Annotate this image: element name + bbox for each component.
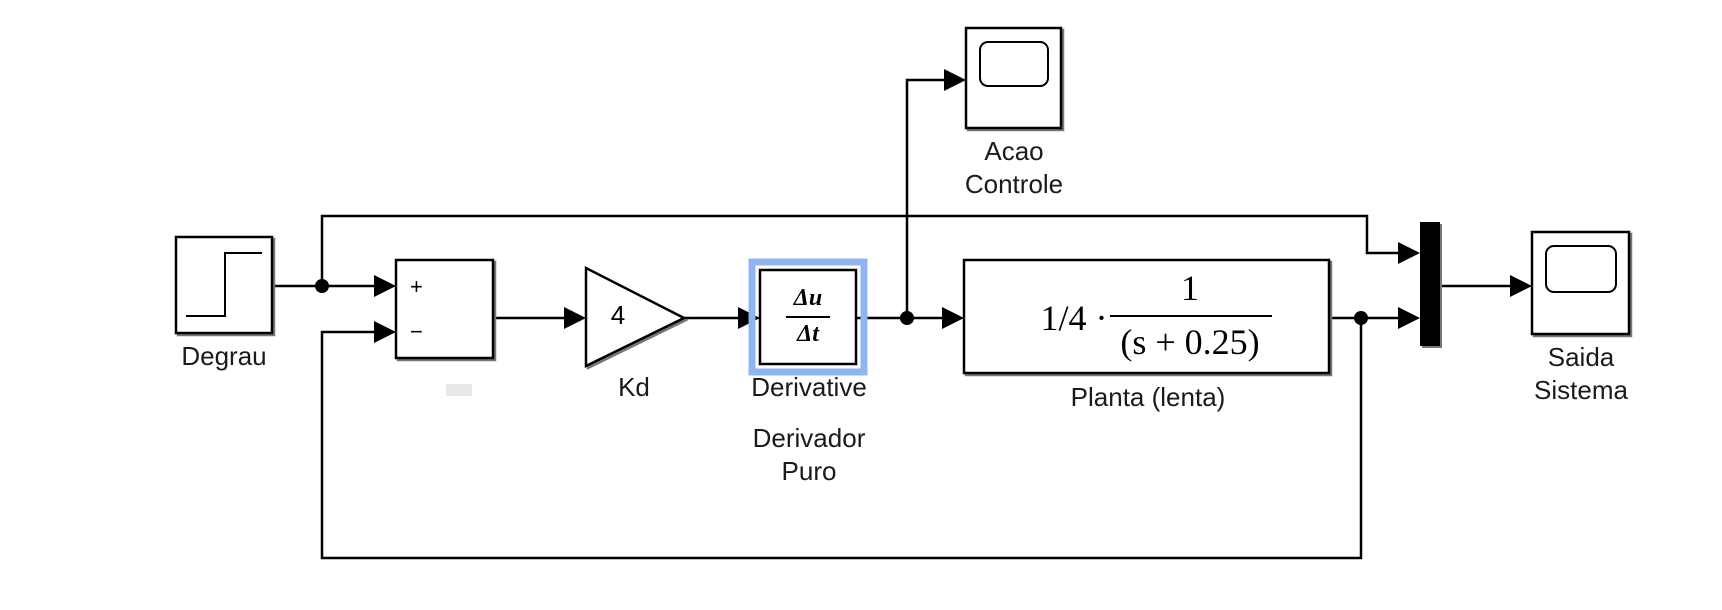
saida-sistema-scope-block[interactable] bbox=[1530, 230, 1631, 336]
sum-block[interactable]: + − bbox=[394, 258, 495, 360]
derivative-block[interactable]: Δu Δt bbox=[748, 258, 868, 376]
plant-numerator: 1 bbox=[1181, 268, 1199, 308]
scope-icon bbox=[979, 41, 1049, 87]
saida-sistema-label-line2: Sistema bbox=[1534, 375, 1628, 405]
arrow-plant-in bbox=[942, 307, 964, 329]
arrow-sum-minus bbox=[374, 321, 396, 343]
arrow-mux-in2 bbox=[1398, 307, 1420, 329]
acao-controle-label-line2: Controle bbox=[965, 169, 1063, 199]
arrow-saida-in bbox=[1510, 275, 1532, 297]
branch-point-step bbox=[315, 279, 329, 293]
branch-point-output bbox=[1354, 311, 1368, 325]
derivative-denominator: Δt bbox=[796, 321, 820, 347]
wire-step-to-mux[interactable] bbox=[320, 214, 1402, 286]
sum-minus-sign: − bbox=[410, 319, 423, 344]
sum-hidden-label-placeholder bbox=[446, 384, 472, 396]
plant-denominator: (s + 0.25) bbox=[1120, 322, 1259, 362]
mux-block[interactable] bbox=[1420, 222, 1440, 346]
acao-controle-scope-block[interactable] bbox=[964, 26, 1063, 130]
arrow-gain-in bbox=[564, 307, 586, 329]
gain-label: Kd bbox=[618, 372, 650, 402]
acao-controle-label-line1: Acao bbox=[984, 136, 1043, 166]
step-icon bbox=[186, 252, 262, 317]
derivative-label-line2: Puro bbox=[782, 456, 837, 486]
arrow-acao-controle-in bbox=[944, 69, 966, 91]
arrow-mux-in1 bbox=[1398, 242, 1420, 264]
scope-icon bbox=[1545, 245, 1617, 293]
step-block[interactable] bbox=[174, 235, 274, 335]
plant-block[interactable]: 1/4 · 1 (s + 0.25) bbox=[962, 258, 1331, 375]
gain-block[interactable]: 4 bbox=[584, 265, 687, 369]
wire-to-acao-controle[interactable] bbox=[905, 78, 948, 318]
derivative-type-label: Derivative bbox=[751, 372, 867, 402]
saida-sistema-label-line1: Saida bbox=[1548, 342, 1615, 372]
plant-gain-prefix: 1/4 · bbox=[1041, 298, 1108, 338]
sum-plus-sign: + bbox=[410, 274, 423, 299]
plant-label: Planta (lenta) bbox=[1071, 382, 1226, 412]
wire-feedback[interactable] bbox=[320, 318, 1363, 560]
selection-highlight bbox=[748, 258, 868, 376]
derivative-numerator: Δu bbox=[793, 285, 822, 311]
branch-point-control bbox=[900, 311, 914, 325]
arrow-sum-plus bbox=[374, 275, 396, 297]
gain-value: 4 bbox=[611, 300, 625, 330]
derivative-label-line1: Derivador bbox=[753, 423, 866, 453]
step-label: Degrau bbox=[181, 341, 266, 371]
